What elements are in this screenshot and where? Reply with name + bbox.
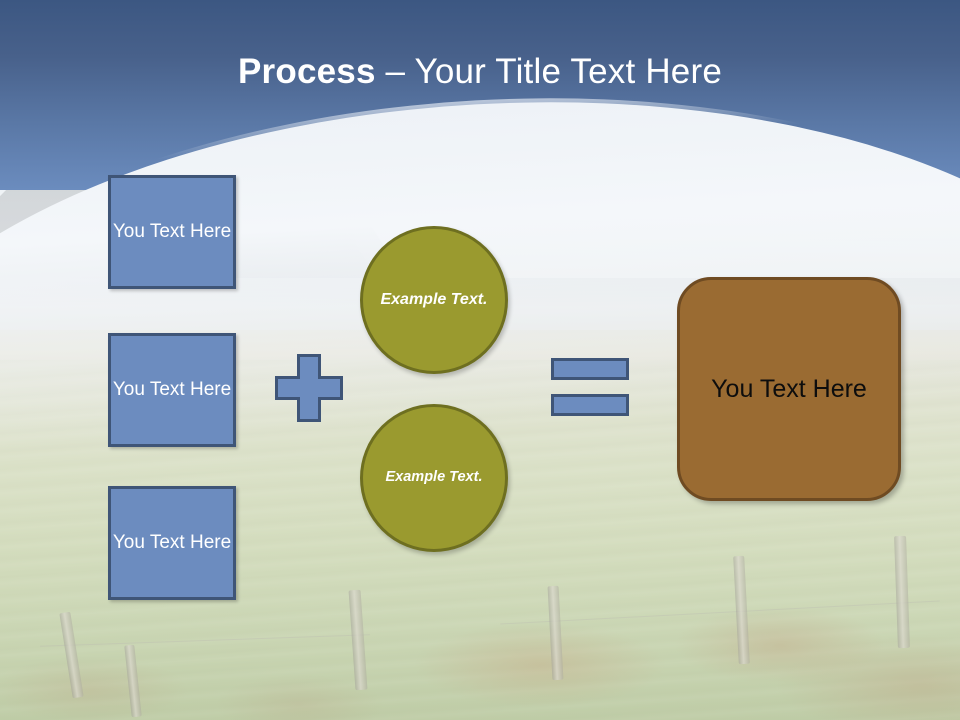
equals-top-bar: [551, 358, 629, 380]
result-box-label: You Text Here: [711, 374, 867, 403]
input-box-1[interactable]: You Text Here: [108, 175, 236, 289]
page-title: Process – Your Title Text Here: [0, 52, 960, 92]
input-box-2-label: You Text Here: [112, 379, 232, 401]
equals-operator-icon: [551, 358, 629, 416]
example-circle-1-label: Example Text.: [380, 291, 488, 309]
example-circle-1[interactable]: Example Text.: [360, 226, 508, 374]
plus-inner-fill-vertical: [300, 357, 318, 419]
page-title-emphasis: Process: [238, 52, 376, 91]
example-circle-2[interactable]: Example Text.: [360, 404, 508, 552]
input-box-2[interactable]: You Text Here: [108, 333, 236, 447]
plus-operator-icon: [275, 354, 343, 422]
equals-bottom-bar: [551, 394, 629, 416]
example-circle-2-label: Example Text.: [385, 469, 483, 486]
input-box-1-label: You Text Here: [112, 221, 232, 243]
input-box-3-label: You Text Here: [112, 532, 232, 554]
page-title-remainder: – Your Title Text Here: [375, 52, 722, 91]
result-box[interactable]: You Text Here: [677, 277, 901, 501]
input-box-3[interactable]: You Text Here: [108, 486, 236, 600]
